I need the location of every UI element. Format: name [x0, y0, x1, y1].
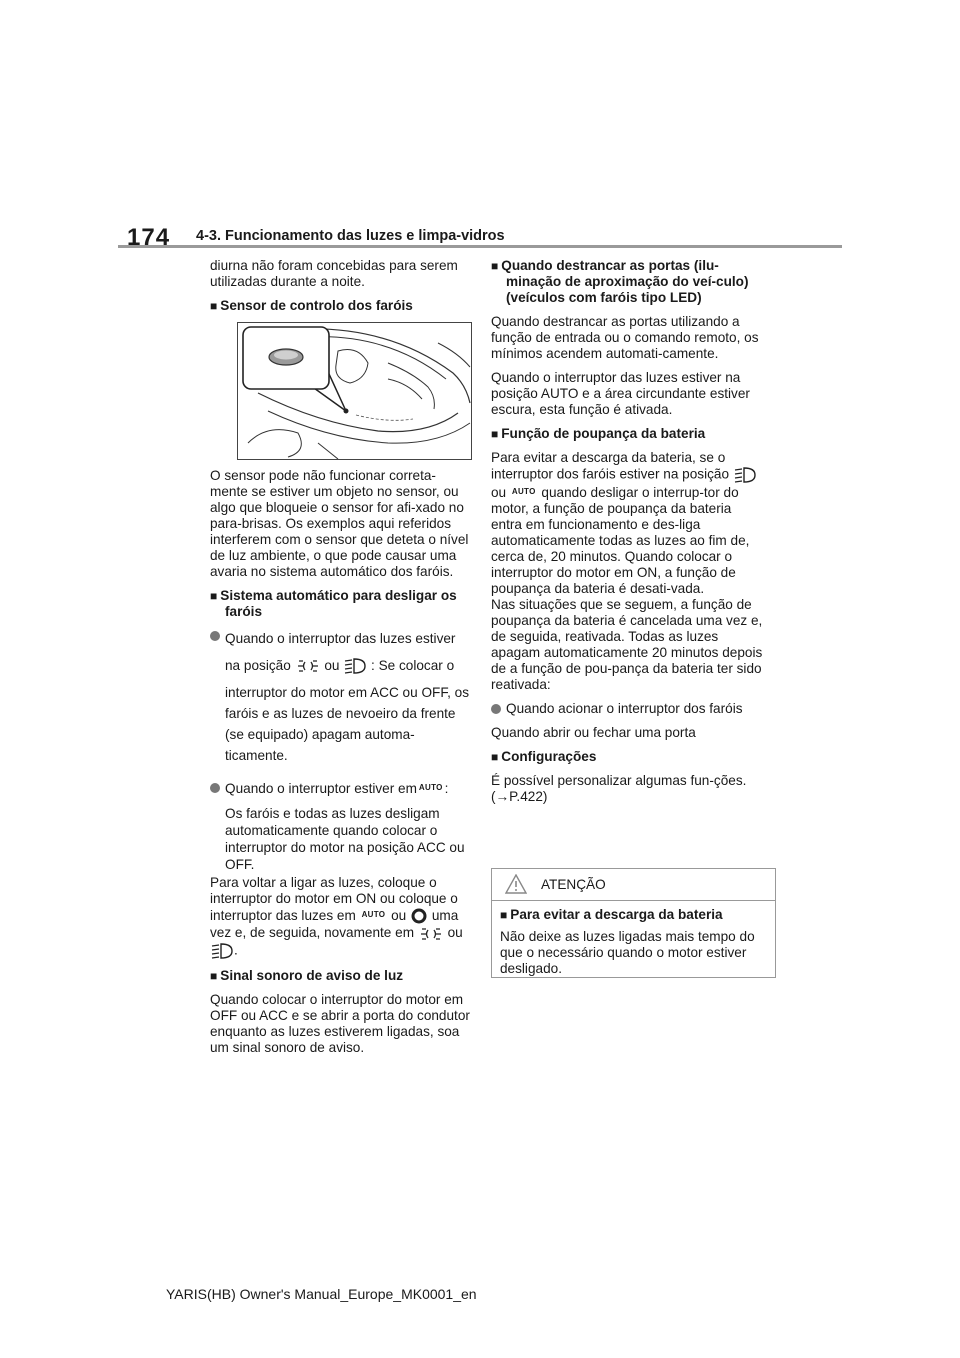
bullet-text: Quando o interruptor das luzes estiver [225, 631, 456, 646]
settings-heading-label: Configurações [501, 749, 597, 764]
warning-heading: ■Para evitar a descarga da bateria [500, 907, 767, 923]
saver-text: Nas situações que se seguem, a função de… [491, 597, 763, 692]
relight-text-part: ou [447, 925, 463, 941]
buzzer-heading: ■Sinal sonoro de aviso de luz [210, 968, 470, 984]
auto-icon: AUTO [361, 910, 386, 919]
settings-text: É possível personalizar algumas fun-ções… [491, 773, 747, 804]
headlights-icon [345, 658, 366, 675]
left-column: diurna não foram concebidas para serem u… [210, 258, 472, 1064]
square-marker-icon: ■ [210, 299, 218, 313]
bullet-icon [210, 631, 220, 641]
bullet-text: Quando o interruptor estiver em [225, 781, 417, 796]
section-title: 4-3. Funcionamento das luzes e limpa-vid… [196, 228, 505, 244]
sensor-heading-label: Sensor de controlo dos faróis [220, 298, 413, 313]
square-marker-icon: ■ [210, 589, 218, 603]
sensor-text: O sensor pode não funcionar correta-ment… [210, 468, 469, 579]
parking-lights-icon [297, 660, 318, 673]
bullet-text: ou [324, 658, 340, 673]
settings-heading: ■Configurações [491, 749, 763, 765]
warning-title: ATENÇÃO [541, 877, 606, 892]
dashboard-sensor-drawing [242, 326, 471, 459]
warning-heading-label: Para evitar a descarga da bateria [510, 907, 723, 922]
bullet-text: Os faróis e todas as luzes desligam auto… [225, 806, 465, 872]
square-marker-icon: ■ [491, 750, 499, 764]
square-marker-icon: ■ [500, 908, 508, 922]
buzzer-heading-label: Sinal sonoro de aviso de luz [220, 967, 404, 983]
auto-off-heading-label: Sistema automático para desligar os faró… [220, 588, 457, 619]
square-marker-icon: ■ [210, 968, 218, 983]
saver-text-part: ou [491, 485, 507, 500]
unlock-heading: ■Quando destrancar as portas (ilu-minaçã… [491, 258, 763, 306]
saver-door-text: Quando abrir ou fechar uma porta [491, 725, 696, 740]
warning-header: ATENÇÃO [492, 869, 775, 901]
saver-text: Para evitar a descarga da bateria, se o … [491, 450, 763, 597]
unlock-text: Quando destrancar as portas utilizando a… [491, 314, 759, 361]
square-marker-icon: ■ [491, 259, 499, 273]
bullet-icon [491, 704, 501, 714]
footer-text: YARIS(HB) Owner's Manual_Europe_MK0001_e… [166, 1286, 477, 1302]
bullet-text: : [444, 781, 449, 796]
saver-text-part: quando desligar o interrup-tor do motor,… [491, 485, 750, 596]
headlights-icon [211, 943, 233, 959]
warning-text: Não deixe as luzes ligadas mais tempo do… [500, 929, 755, 976]
intro-text: diurna não foram concebidas para serem u… [210, 258, 458, 289]
bullet-text: interruptor do motor em ACC ou OFF, os f… [225, 685, 470, 763]
relight-text-part: . [234, 942, 238, 958]
warning-triangle-icon [505, 874, 527, 894]
headlights-icon [734, 467, 756, 483]
bullet-text: : Se colocar o [371, 658, 455, 673]
right-column: ■Quando destrancar as portas (ilu-minaçã… [491, 258, 763, 813]
bullet-item: Quando acionar o interruptor dos faróis [491, 701, 763, 717]
sensor-heading: ■Sensor de controlo dos faróis [210, 298, 470, 314]
bullet-text: na posição [225, 658, 291, 673]
buzzer-text: Quando colocar o interruptor do motor em… [210, 991, 470, 1055]
warning-box: ATENÇÃO ■Para evitar a descarga da bater… [491, 868, 776, 978]
square-marker-icon: ■ [491, 427, 499, 441]
saver-text-part: Para evitar a descarga da bateria, se o … [491, 450, 730, 482]
saver-heading: ■Função de poupança da bateria [491, 426, 763, 442]
relight-text-part: Para voltar a ligar as luzes, coloque o … [210, 875, 458, 923]
bullet-text: Quando acionar o interruptor dos faróis [506, 701, 743, 716]
header-divider [118, 245, 842, 248]
warning-body: ■Para evitar a descarga da bateria Não d… [492, 901, 775, 977]
parking-lights-icon [420, 928, 441, 940]
relight-text: Para voltar a ligar as luzes, coloque o … [210, 875, 470, 960]
relight-text-part: ou [391, 908, 407, 923]
relight-text-part: uma vez e, de seguida, novamente em [210, 908, 459, 941]
saver-heading-label: Função de poupança da bateria [501, 426, 706, 441]
sensor-illustration [237, 322, 472, 460]
unlock-text: Quando o interruptor das luzes estiver n… [491, 370, 750, 417]
unlock-heading-label: Quando destrancar as portas (ilu-minação… [501, 258, 749, 305]
off-icon [411, 908, 427, 924]
bullet-icon [210, 783, 220, 793]
auto-off-heading: ■Sistema automático para desligar os far… [210, 588, 470, 620]
bullet-item: Quando o interruptor das luzes estiver n… [210, 628, 470, 766]
auto-icon: AUTO [418, 783, 443, 792]
bullet-text-line: na posição ou : Se colocar o [225, 655, 470, 676]
auto-icon: AUTO [511, 487, 536, 496]
